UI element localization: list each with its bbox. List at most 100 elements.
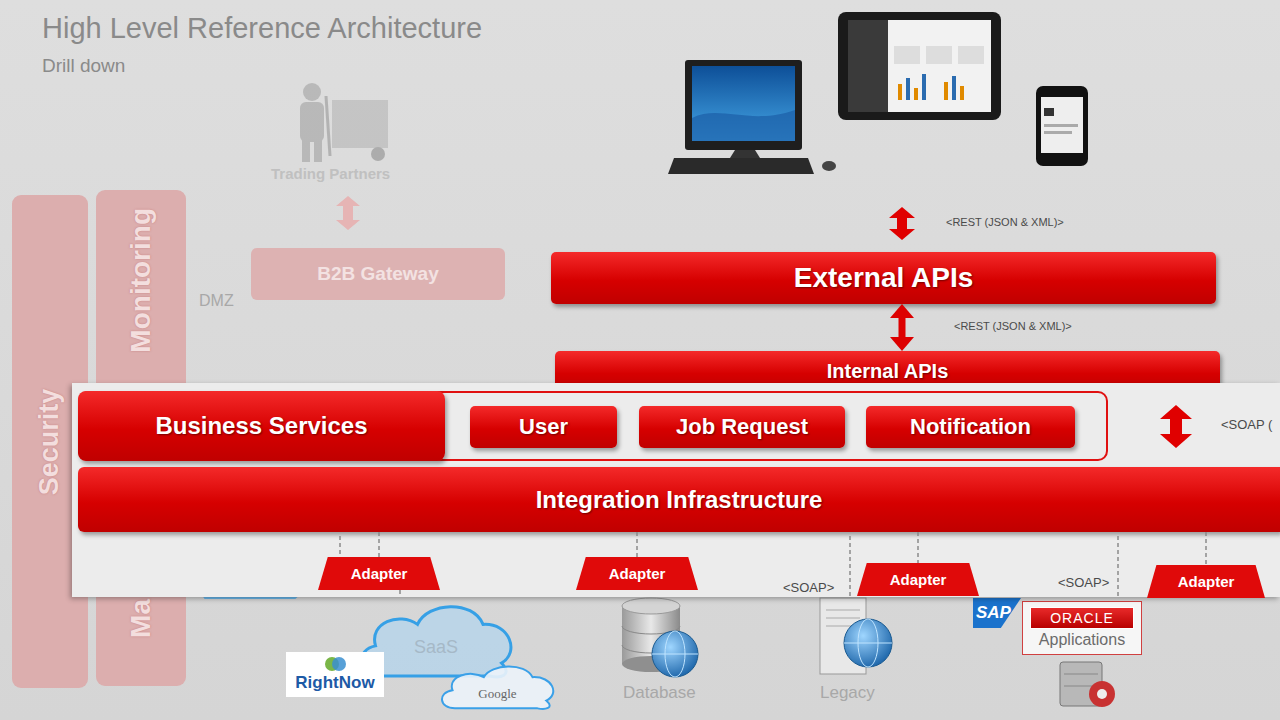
adapter-wire [399, 590, 401, 596]
wire [849, 536, 851, 598]
db-top [622, 598, 680, 614]
globe-equator [844, 643, 892, 644]
service-box: Job Request [639, 406, 845, 448]
annotation-label: <REST (JSON & XML)> [946, 216, 1064, 228]
figure-head [303, 83, 321, 101]
cargo-box [332, 100, 388, 148]
node-label: RightNow [295, 673, 374, 693]
gear-hole [1097, 689, 1107, 699]
node-label: B2B Gateway [317, 263, 438, 285]
client-double-arrow [889, 207, 915, 240]
adapter-trapezoid: Adapter [576, 557, 698, 590]
annotation-label: Legacy [820, 683, 875, 703]
integration-bar: Integration Infrastructure [78, 467, 1280, 532]
node-label: Notification [910, 414, 1031, 440]
chart-bar [898, 84, 902, 100]
gear [1089, 681, 1115, 707]
node-label: Adapter [351, 565, 408, 582]
legacy-server-icon [820, 598, 892, 674]
node-label: Adapter [890, 571, 947, 588]
phone-frame [1036, 86, 1088, 166]
logo-icon [322, 655, 348, 673]
phone-line [1044, 131, 1072, 134]
monitor-screen [692, 66, 795, 141]
soap-double-arrow [1160, 405, 1192, 448]
phone-icon [1044, 108, 1054, 116]
server-slot [826, 618, 860, 619]
service-group: Business Services User Job Request Notifica… [78, 391, 1108, 461]
google-cloud: Google [435, 660, 560, 712]
edge-label: <REST (JSON & XML)> [954, 320, 1072, 332]
service-box: Notification [866, 406, 1075, 448]
chart-bar [952, 76, 956, 100]
desktop-computer [668, 60, 836, 174]
adapter-trapezoid: Adapter [857, 563, 979, 596]
node-label: User [519, 414, 568, 440]
figure-body [300, 102, 324, 142]
adapter-trapezoid: Adapter [1147, 565, 1265, 598]
annotation-label: DMZ [199, 292, 234, 310]
phone-line [1044, 124, 1078, 127]
tablet-tile [894, 46, 920, 64]
sap-fill [973, 598, 1021, 628]
tablet-tile [958, 46, 984, 64]
chart-bar [960, 86, 964, 100]
node-label: Google [478, 686, 516, 702]
globe [844, 619, 892, 667]
group-heading: Business Services [78, 391, 445, 461]
adapter-fill [1147, 565, 1265, 598]
sap-logo: SAP [973, 598, 1021, 628]
server-slot [826, 610, 860, 611]
globe [652, 631, 698, 677]
wire [1117, 536, 1119, 598]
faded-double-arrow [336, 196, 360, 230]
band-label: Ma [126, 599, 157, 638]
logo-bubble [332, 657, 346, 671]
annotation-label: Trading Partners [271, 165, 390, 182]
screen-wave [692, 110, 795, 141]
chart-bar [922, 74, 926, 100]
annotation-label: <SOAP> [783, 580, 834, 595]
adapter-fill [576, 557, 698, 590]
server-slot [1064, 674, 1098, 675]
tablet-tile [926, 46, 952, 64]
cloud-outline [442, 666, 553, 708]
annotation-label: Drill down [42, 55, 125, 77]
adapter-fill [857, 563, 979, 596]
annotation-label: Database [623, 683, 696, 703]
chart-bar [914, 88, 918, 100]
node-label: ORACLE [1030, 607, 1134, 629]
node-label: Internal APIs [827, 360, 949, 383]
chart-bar [944, 82, 948, 100]
adapter-fill [318, 557, 440, 590]
oracle-server-icon [1060, 662, 1115, 707]
node-label: Business Services [155, 412, 367, 440]
service-box: User [470, 406, 617, 448]
annotation-label: <SOAP ( [1221, 417, 1272, 432]
band-label: Monitoring [126, 208, 157, 353]
monitor-stand [730, 150, 760, 158]
adapter-trapezoid: Adapter [318, 557, 440, 590]
adapter-wire [1205, 532, 1207, 565]
node-label: Adapter [609, 565, 666, 582]
truck-wheel [371, 147, 385, 161]
globe-equator [652, 654, 698, 655]
truck-handle [326, 96, 330, 156]
tablet-sidebar [848, 20, 888, 112]
node-label: SAP [976, 603, 1011, 623]
oracle-box: ORACLEApplications [1022, 601, 1142, 655]
tablet-device [838, 12, 1001, 120]
node-label: Job Request [676, 414, 808, 440]
trading-partner-figure [300, 83, 388, 162]
monitor-frame [685, 60, 802, 150]
diagram-title: High Level Reference Architecture [42, 12, 482, 45]
adapter-wire [917, 532, 919, 563]
database-icon [622, 598, 698, 677]
adapter-wire [636, 532, 638, 557]
node-label: Integration Infrastructure [536, 486, 823, 514]
